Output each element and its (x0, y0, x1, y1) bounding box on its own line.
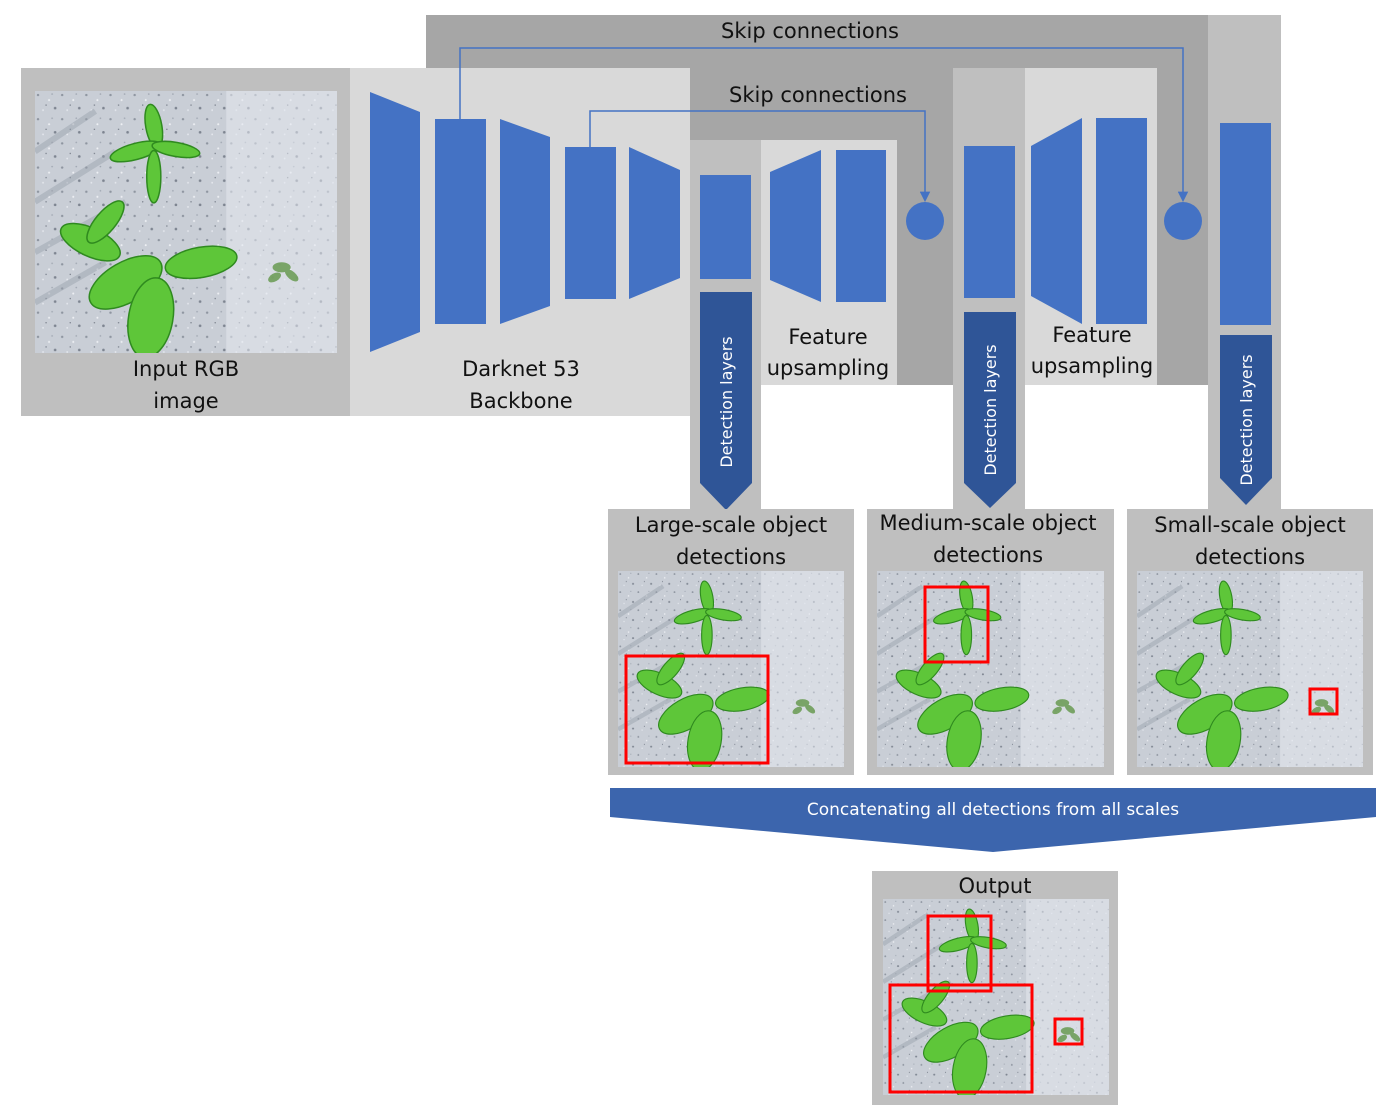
concatenation-banner (610, 788, 1376, 852)
backbone-trapezoid-1 (370, 92, 420, 352)
output-detection-box-small (1053, 1017, 1084, 1046)
upsampling1-block (836, 150, 886, 302)
detection-layers-label-small: Detection layers (1237, 354, 1256, 485)
upsampling1-label-line2: upsampling (767, 356, 890, 380)
backbone-trapezoid-2 (500, 119, 550, 324)
skip-connections-inner-panel (690, 68, 953, 140)
small-detection-box (1308, 687, 1339, 716)
small-scale-label-line2: detections (1195, 545, 1305, 569)
concatenation-label: Concatenating all detections from all sc… (807, 800, 1179, 820)
upsampling2-trapezoid (1031, 118, 1082, 324)
skip-connections-top-label: Skip connections (721, 19, 899, 43)
medium-scale-image (877, 571, 1104, 773)
backbone-trapezoid-3 (629, 147, 680, 299)
detection-layers-label-medium: Detection layers (981, 344, 1000, 475)
upsampling1-trapezoid (770, 150, 821, 302)
backbone-block-1 (435, 119, 486, 324)
backbone-label-line2: Backbone (469, 389, 572, 413)
input-image (35, 91, 337, 361)
circle-concat-icon-2 (1164, 202, 1202, 240)
skip-connections-mid-label: Skip connections (729, 83, 907, 107)
circle-concat-icon (906, 202, 944, 240)
output-detection-box-large (888, 983, 1034, 1094)
input-label-line2: image (153, 389, 218, 413)
large-detection-box (624, 654, 770, 765)
detection-arrow-small (1220, 335, 1272, 505)
backbone-block-2 (565, 147, 616, 299)
small-scale-image (1137, 571, 1363, 773)
backbone-label-line1: Darknet 53 (462, 357, 580, 381)
large-scale-label-line2: detections (676, 545, 786, 569)
upsampling2-block (1096, 118, 1147, 324)
detection-layers-label-large: Detection layers (717, 336, 736, 467)
output-image (883, 899, 1109, 1101)
output-detection-box-medium (926, 914, 993, 993)
detection-arrow-medium (964, 312, 1016, 508)
large-scale-feature-block (700, 175, 751, 279)
large-scale-image (618, 571, 844, 773)
medium-detection-box (923, 585, 990, 664)
input-label-line1: Input RGB (133, 357, 239, 381)
medium-scale-feature-block (964, 146, 1015, 298)
upsampling2-label-line2: upsampling (1031, 354, 1154, 378)
upsampling2-label-line1: Feature (1052, 323, 1131, 347)
upsampling1-label-line1: Feature (788, 325, 867, 349)
small-scale-label-line1: Small-scale object (1154, 513, 1345, 537)
medium-scale-label-line2: detections (933, 543, 1043, 567)
large-scale-label-line1: Large-scale object (635, 513, 827, 537)
small-scale-feature-block (1220, 123, 1271, 325)
skip-connection-line-top (459, 47, 1189, 203)
medium-scale-label-line1: Medium-scale object (879, 511, 1096, 535)
detection-arrow-large (700, 292, 752, 510)
skip-connection-line-mid (589, 110, 931, 203)
output-label: Output (959, 874, 1032, 898)
